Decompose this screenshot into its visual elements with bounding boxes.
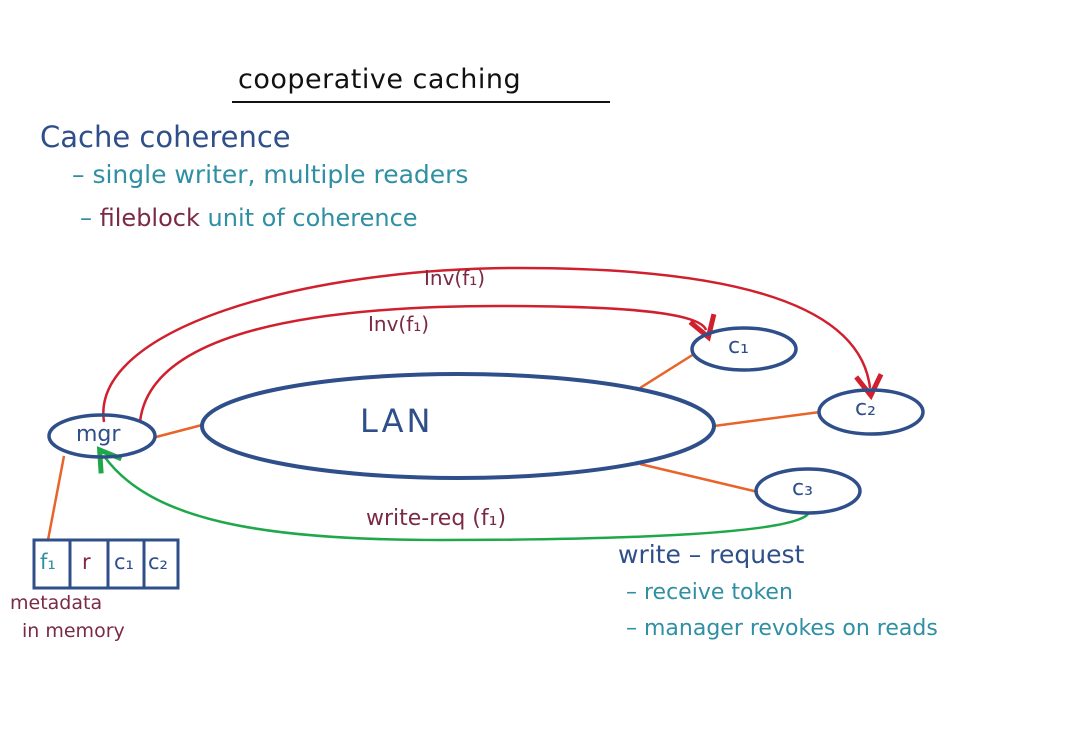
inv-arrow-to-c2: [102, 266, 884, 423]
c1-label: c₁: [728, 334, 749, 359]
bullet-single-writer: – single writer, multiple readers: [72, 160, 468, 189]
bullet-text: unit of coherence: [207, 204, 418, 232]
c2-node: [817, 388, 925, 436]
inv-arrow-to-c1: [138, 304, 717, 423]
bullet-prefix: fileblock: [99, 204, 200, 232]
metadata-table: [32, 538, 180, 590]
link-lan-c3: [639, 462, 759, 494]
c3-node: [754, 467, 862, 515]
link-mgr-lan: [155, 423, 203, 439]
bullet-dash: –: [80, 204, 92, 232]
metadata-cell-f1: f₁: [40, 550, 56, 574]
inv-label-inner: Inv(f₁): [368, 312, 430, 336]
write-request-heading: write – request: [618, 540, 805, 569]
link-lan-c1: [639, 352, 695, 390]
section-heading: Cache coherence: [40, 120, 291, 154]
c1-node: [690, 326, 798, 372]
metadata-caption-line1: metadata: [10, 592, 103, 614]
bullet-dash: –: [72, 160, 85, 189]
metadata-caption-line2: in memory: [22, 620, 125, 642]
metadata-cell-c1: c₁: [114, 550, 134, 574]
link-mgr-metadata: [46, 455, 66, 541]
c3-label: c₃: [792, 476, 813, 501]
metadata-cell-r: r: [82, 550, 91, 574]
link-lan-c2: [713, 410, 821, 428]
title-underline: [232, 101, 610, 103]
lan-ellipse: [200, 372, 716, 480]
inv-label-outer: Inv(f₁): [424, 266, 486, 290]
write-req-arrow: [96, 446, 809, 542]
mgr-node: [47, 413, 157, 459]
bullet-fileblock: – fileblock unit of coherence: [80, 204, 418, 232]
page-title: cooperative caching: [238, 64, 522, 95]
c2-label: c₂: [855, 396, 876, 421]
write-request-item-token: – receive token: [626, 580, 793, 605]
mgr-label: mgr: [76, 422, 121, 447]
write-request-item-revokes: – manager revokes on reads: [626, 616, 938, 641]
bullet-text: single writer, multiple readers: [92, 160, 469, 189]
lan-label: LAN: [360, 402, 434, 440]
metadata-cell-c2: c₂: [148, 550, 168, 574]
write-req-label: write-req (f₁): [366, 506, 507, 531]
